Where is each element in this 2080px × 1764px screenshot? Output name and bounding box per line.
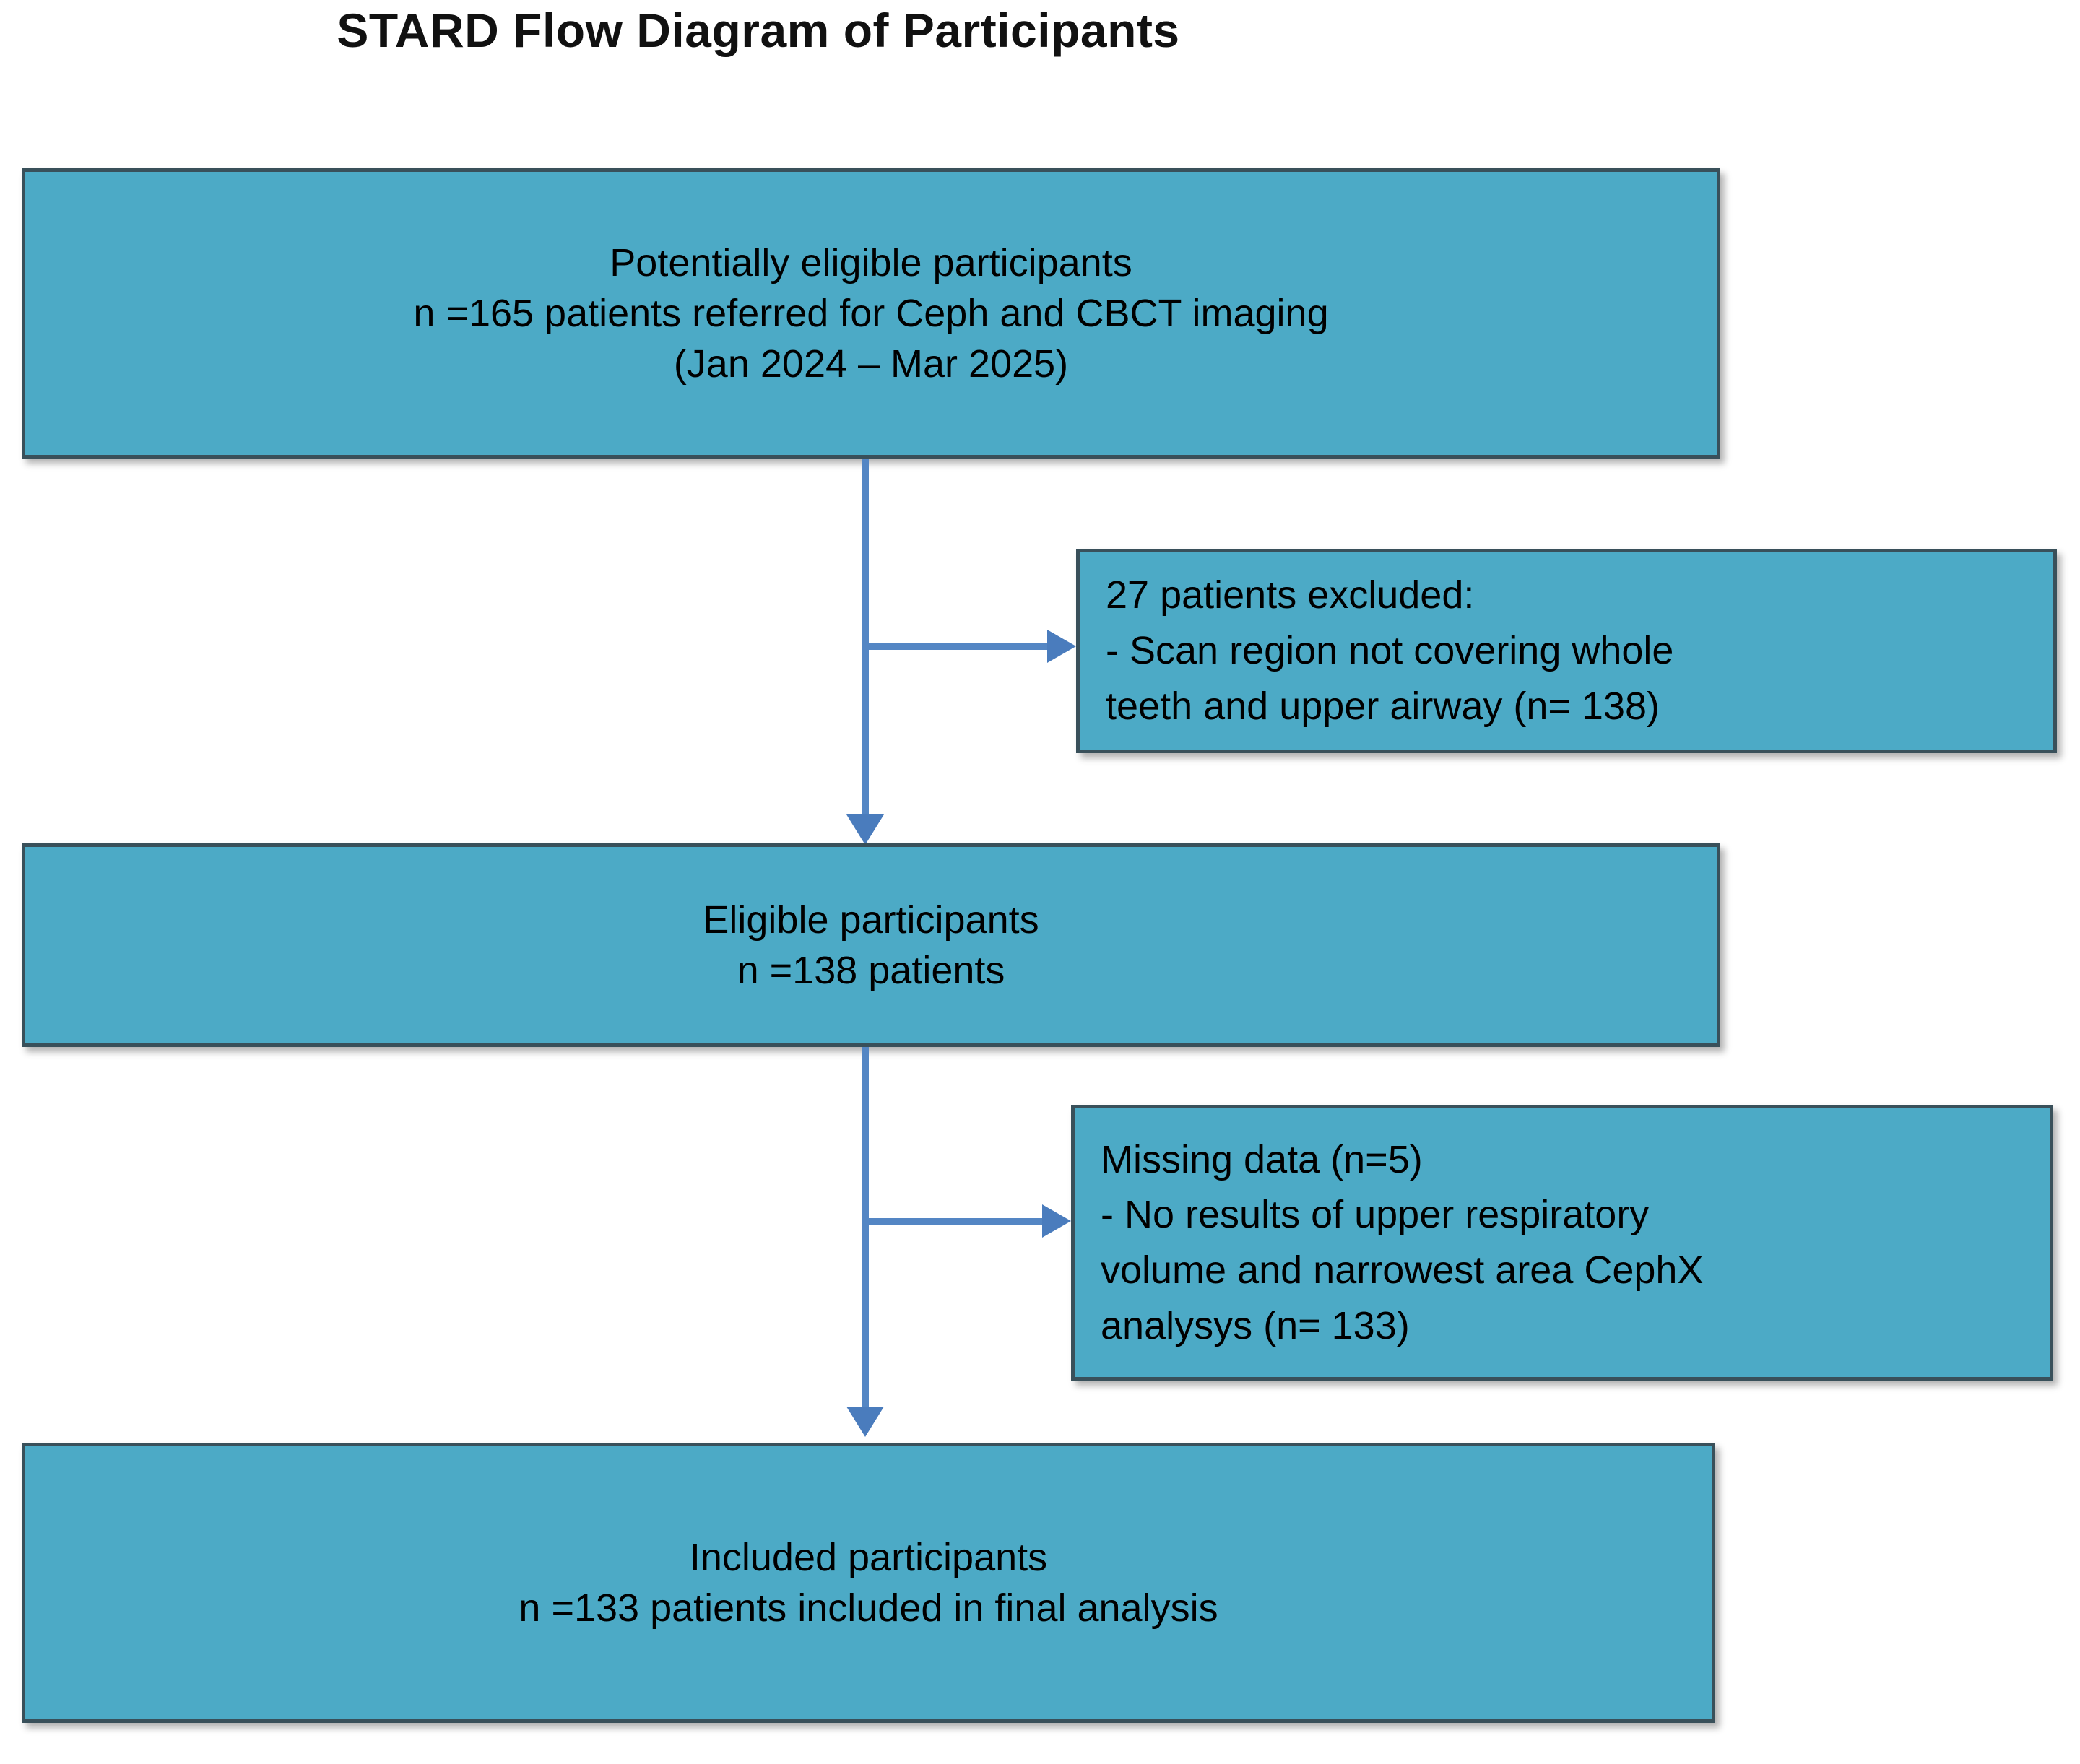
node-line: - Scan region not covering whole: [1106, 629, 1674, 673]
node-line: n =133 patients included in final analys…: [519, 1586, 1218, 1630]
connector-branch-to-excluded-scan-region: [862, 643, 1054, 650]
node-missing-data: Missing data (n=5) - No results of upper…: [1071, 1105, 2053, 1381]
arrowhead-right-to-missing-data: [1042, 1204, 1071, 1238]
node-line: n =138 patients: [737, 949, 1005, 992]
node-eligible-participants: Eligible participants n =138 patients: [22, 843, 1720, 1047]
arrowhead-down-to-included: [846, 1407, 884, 1437]
node-line: n =165 patients referred for Ceph and CB…: [413, 291, 1329, 335]
node-excluded-scan-region: 27 patients excluded: - Scan region not …: [1076, 549, 2057, 753]
node-line: Included participants: [689, 1535, 1048, 1579]
node-line: teeth and upper airway (n= 138): [1106, 684, 1660, 728]
node-line: Eligible participants: [703, 898, 1039, 942]
arrowhead-down-to-eligible: [846, 814, 884, 845]
page-title: STARD Flow Diagram of Participants: [337, 4, 1180, 57]
arrowhead-right-to-excluded-scan-region: [1047, 630, 1076, 663]
node-line: volume and narrowest area CephX: [1101, 1248, 1704, 1292]
node-line: analysys (n= 133): [1101, 1303, 1410, 1347]
node-potentially-eligible-participants: Potentially eligible participants n =165…: [22, 168, 1720, 459]
node-line: 27 patients excluded:: [1106, 573, 1475, 617]
node-line: (Jan 2024 – Mar 2025): [673, 342, 1069, 386]
node-line: Potentially eligible participants: [610, 240, 1132, 284]
node-line: - No results of upper respiratory: [1101, 1193, 1650, 1237]
connector-potentially-eligible-to-eligible: [862, 459, 869, 821]
node-included-participants: Included participants n =133 patients in…: [22, 1443, 1715, 1723]
node-line: Missing data (n=5): [1101, 1137, 1423, 1181]
connector-branch-to-missing-data: [862, 1218, 1047, 1225]
connector-eligible-to-included: [862, 1047, 869, 1412]
